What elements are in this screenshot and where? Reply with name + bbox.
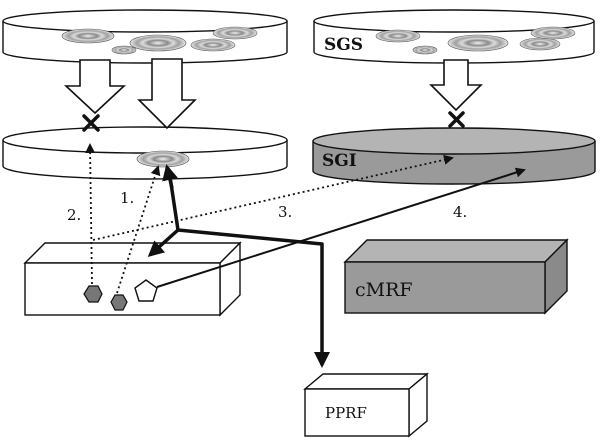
pentagon-neuron-icon [134,279,158,302]
pprf-label: PPRF [325,404,367,422]
cmrf-box: cMRF [343,238,569,315]
hollow-arrow-middle [137,58,197,130]
cmrf-label: cMRF [355,279,413,301]
hexagon-neuron-icon-1 [83,285,103,303]
hollow-arrow-right [429,59,483,112]
hexagon-neuron-icon-2 [110,294,128,311]
sgs-label: SGS [324,35,363,55]
thick-output-pathway [147,164,330,368]
sgi-disk: SGI [312,127,596,185]
dotted-arrow-path-2 [85,143,96,285]
sgi-label: SGI [322,151,357,171]
path-label-2: 2. [67,206,81,224]
receptive-field-icons [61,26,258,55]
top-left-disk [2,9,288,64]
source-box [23,241,242,317]
sgs-disk: SGS [313,9,595,64]
solid-arrow-path-4 [156,167,526,288]
receptive-field-icon [136,150,190,168]
path-label-4: 4. [453,203,467,221]
pprf-box: PPRF [303,372,429,438]
dotted-arrow-path-3 [92,154,454,241]
receptive-field-icons [375,26,576,55]
path-label-3: 3. [278,203,292,221]
block-x-left [82,114,100,132]
block-x-right [448,111,465,128]
path-label-1: 1. [120,189,134,207]
hollow-arrow-left [63,59,127,115]
middle-left-disk [2,126,288,180]
